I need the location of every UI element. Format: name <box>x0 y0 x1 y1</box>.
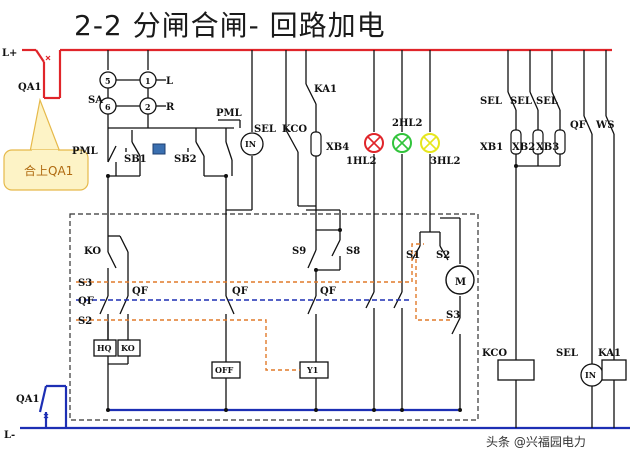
label-qf-c1: QF <box>132 286 148 297</box>
label-kco-a: KCO <box>282 124 307 135</box>
label-l: L <box>166 76 173 87</box>
label-ka1-b: KA1 <box>598 348 621 359</box>
qa1-top-switch-mark <box>45 55 51 61</box>
lamp-1hl2 <box>364 133 384 153</box>
label-2hl2: 2HL2 <box>392 118 422 129</box>
control-wiring <box>99 50 615 428</box>
label-sel-a: SEL <box>254 124 276 135</box>
label-qf-c2: QF <box>232 286 248 297</box>
junction-dots <box>106 164 518 412</box>
interlock-dashed-links <box>76 243 452 371</box>
breaker-enclosure <box>69 213 479 421</box>
motor <box>445 265 475 295</box>
label-negative-bus: L- <box>4 430 15 441</box>
label-s1: 1 <box>145 76 151 86</box>
label-sb1: SB1 <box>124 154 147 165</box>
label-kco-b: KCO <box>482 348 507 359</box>
label-sa: SA <box>88 95 103 106</box>
coil-boxes <box>93 339 627 381</box>
label-sel-b3: SEL <box>536 96 558 107</box>
label-s8: S8 <box>346 246 360 257</box>
label-xb4: XB4 <box>326 142 349 153</box>
label-pml-left: PML <box>72 146 98 157</box>
sa-selector-contacts <box>99 71 157 115</box>
label-s1-right: S1 <box>406 250 420 261</box>
label-s5: 5 <box>105 76 111 86</box>
label-3hl2: 3HL2 <box>430 156 460 167</box>
label-qa1-top: QA1 <box>18 82 41 93</box>
label-xb2: XB2 <box>512 142 535 153</box>
label-qf-c3: QF <box>320 286 336 297</box>
label-s9: S9 <box>292 246 306 257</box>
label-y1: Y1 <box>306 365 318 375</box>
label-sel-c: SEL <box>556 348 578 359</box>
label-qa1-bottom: QA1 <box>16 394 39 405</box>
xb-links <box>310 129 566 157</box>
label-positive-bus: L+ <box>2 48 17 59</box>
label-r: R <box>166 102 175 113</box>
positive-bus <box>22 48 612 100</box>
watermark: 头条 @兴福园电力 <box>486 434 586 449</box>
label-hq: HQ <box>97 343 112 353</box>
callout-text: 合上QA1 <box>24 163 73 178</box>
label-ka1-top: KA1 <box>314 84 337 95</box>
negative-bus <box>20 384 630 430</box>
label-motor: M <box>455 277 466 288</box>
label-ws: WS <box>595 120 614 131</box>
label-s2: 2 <box>145 102 151 112</box>
position-indicator <box>152 143 166 155</box>
label-sel-b2: SEL <box>510 96 532 107</box>
label-in-b: IN <box>585 370 596 380</box>
page-title: 2-2 分闸合闸- 回路加电 <box>74 9 386 42</box>
label-ko-box: KO <box>121 343 135 353</box>
callout-pointer <box>29 97 61 153</box>
label-s3-right: S3 <box>446 310 460 321</box>
label-s3-left: S3 <box>78 278 92 289</box>
qa1-bottom-switch-mark <box>43 413 49 419</box>
label-pml-right: PML <box>216 108 242 119</box>
label-qf-left: QF <box>78 296 94 307</box>
label-sb2: SB2 <box>174 154 197 165</box>
in-meter-top <box>240 132 264 156</box>
lamp-2hl2 <box>392 133 412 153</box>
label-s6: 6 <box>105 102 111 112</box>
label-s2-left: S2 <box>78 316 92 327</box>
label-xb1: XB1 <box>480 142 503 153</box>
label-sel-b1: SEL <box>480 96 502 107</box>
label-ko-top: KO <box>84 246 101 257</box>
label-1hl2: 1HL2 <box>346 156 376 167</box>
label-s2-right: S2 <box>436 250 450 261</box>
label-xb3: XB3 <box>536 142 559 153</box>
lamp-3hl2 <box>420 133 440 153</box>
label-in-a: IN <box>245 139 256 149</box>
label-qf-right: QF <box>570 120 586 131</box>
label-off: OFF <box>215 365 234 375</box>
